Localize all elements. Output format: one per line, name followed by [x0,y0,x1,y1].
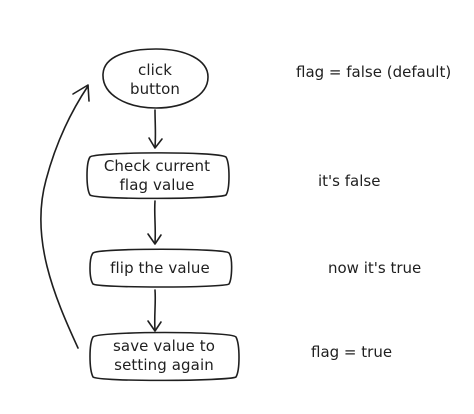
node-flip-the-value-line-1: flip the value [110,259,210,277]
arrow-flip-to-save [147,289,162,332]
arrow-flip-to-save-head [147,320,162,332]
node-check-current-flag-line-1: Check current [104,157,210,175]
note-its-false: it's false [318,172,380,190]
arrow-click-to-check-head [148,137,163,149]
arrow-click-to-check [148,109,163,149]
arrow-save-back-to-click [40,84,90,349]
arrow-save-back-to-click-head [72,84,90,102]
node-click-button: click button [102,48,209,109]
arrow-check-to-flip-line [153,200,157,244]
node-click-button-line-1: click [138,61,172,79]
node-flip-the-value-shape [89,248,233,288]
node-save-value: save value to setting again [89,331,240,382]
node-check-current-flag-line-2: flag value [120,176,195,194]
node-click-button-line-2: button [130,80,180,98]
node-save-value-line-1: save value to [113,337,215,355]
node-check-current-flag-shape [86,152,230,200]
node-save-value-line-2: setting again [114,356,214,374]
node-check-current-flag: Check current flag value [86,152,230,200]
note-now-its-true: now it's true [328,259,421,277]
arrow-flip-to-save-line [153,289,157,331]
arrow-check-to-flip [147,200,162,245]
node-flip-the-value: flip the value [89,248,233,288]
note-flag-true: flag = true [311,343,392,361]
arrow-check-to-flip-head [147,233,162,245]
node-save-value-shape [89,331,240,382]
arrow-save-back-to-click-line [40,85,89,349]
node-click-button-shape [102,48,209,109]
note-flag-default: flag = false (default) [296,63,451,81]
